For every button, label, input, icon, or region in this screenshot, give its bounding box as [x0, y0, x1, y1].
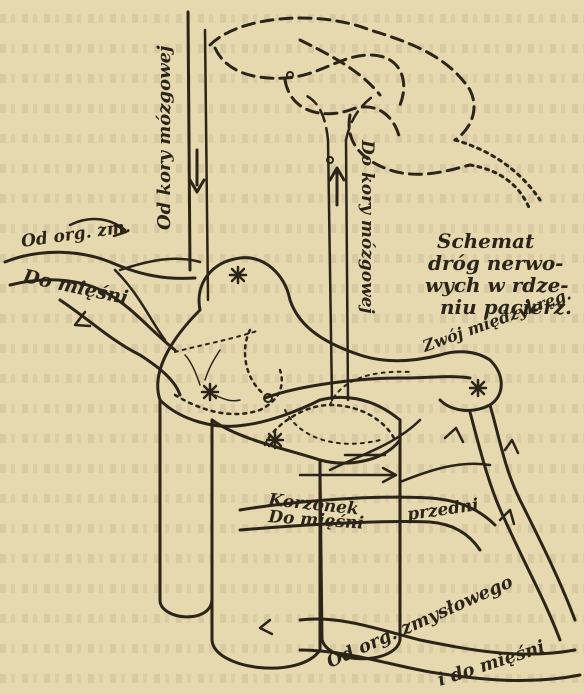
spinal-cord-segment: [158, 258, 440, 668]
label-to-muscles-left: Do mięśni: [20, 265, 130, 309]
descending-tract: [188, 12, 208, 300]
label-anterior: przedni: [406, 495, 480, 525]
label-to-cortex: Do kory mózgowej: [357, 139, 377, 315]
title-line-2: dróg nerwo-: [428, 251, 563, 275]
neuron-star-ganglion: [470, 380, 486, 396]
neuron-star-upper: [230, 267, 246, 283]
label-from-cortex: Od kory mózgowej: [154, 45, 175, 230]
labels: Schemat dróg nerwo- wych w rdze- niu pac…: [20, 45, 574, 691]
neuron-star-lower: [267, 432, 283, 448]
label-and-to-muscles: i do mięśni: [435, 636, 548, 690]
neuron-star-middle: [202, 384, 218, 400]
title-line-1: Schemat: [437, 229, 535, 253]
